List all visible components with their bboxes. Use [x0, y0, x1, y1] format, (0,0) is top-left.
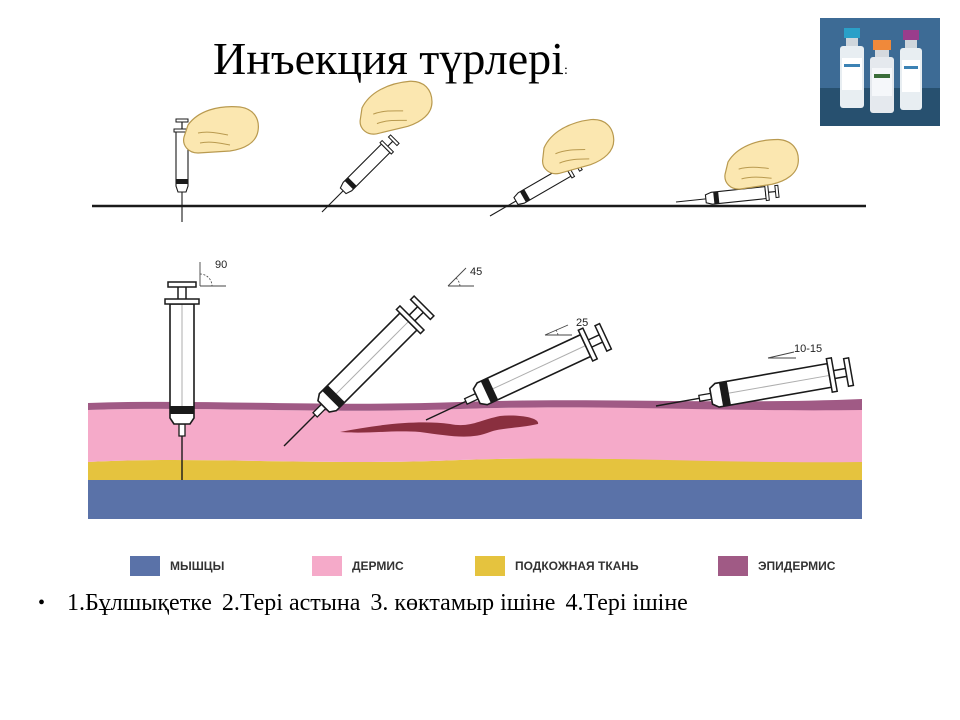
angle-label-10-15: 10-15 [794, 343, 822, 355]
legend-swatch-epidermis [718, 556, 748, 576]
hand-icon [535, 114, 620, 177]
angle-label-45: 45 [470, 266, 482, 278]
legend-label: ЭПИДЕРМИС [758, 559, 836, 573]
angle-marker-25: 25 [544, 317, 588, 336]
hand-icon [721, 136, 802, 191]
hand-icon [353, 77, 437, 137]
vein-shape [340, 415, 539, 437]
legend: МЫШЦЫ ДЕРМИС ПОДКОЖНАЯ ТКАНЬ ЭПИДЕРМИС [0, 556, 960, 580]
angle-label-25: 25 [576, 317, 588, 329]
vial-2-icon [870, 40, 894, 113]
vial-1-icon [840, 28, 864, 108]
angle-label-90: 90 [215, 259, 227, 271]
legend-item-epidermis: ЭПИДЕРМИС [718, 556, 835, 576]
caption-item-subcutaneous: 2.Тері астына [221, 590, 361, 616]
title-text: Инъекция түрлері [213, 33, 564, 84]
vial-3-icon [900, 30, 922, 110]
bullet: • [38, 592, 46, 614]
epidermis-layer [88, 399, 862, 411]
legend-swatch-dermis [312, 556, 342, 576]
legend-label: МЫШЦЫ [170, 559, 225, 573]
angle-marker-45: 45 [447, 266, 482, 287]
angle-marker-10-15: 10-15 [767, 343, 822, 359]
muscle-layer [88, 478, 862, 519]
subcutaneous-layer [88, 458, 862, 480]
legend-label: ДЕРМИС [352, 559, 404, 573]
legend-item-subcutaneous: ПОДКОЖНАЯ ТКАНЬ [475, 556, 639, 576]
hand-icon [183, 106, 259, 154]
caption-item-intradermal: 4.Тері ішіне [565, 590, 688, 616]
angle-marker-90: 90 [199, 259, 227, 287]
caption-item-intramuscular: 1.Бұлшықетке [67, 590, 212, 616]
legend-swatch-muscle [130, 556, 160, 576]
injection-types-caption: • 1.Бұлшықетке 2.Тері астына 3. көктамыр… [38, 590, 698, 617]
page-title: Инъекция түрлері: [213, 32, 568, 85]
caption-item-intravenous: 3. көктамыр ішіне [370, 590, 556, 616]
legend-item-dermis: ДЕРМИС [312, 556, 404, 576]
legend-item-muscle: МЫШЦЫ [130, 556, 224, 576]
injection-diagram: 90 45 25 10-15 [88, 77, 866, 519]
title-colon: : [563, 63, 568, 78]
legend-label: ПОДКОЖНАЯ ТКАНЬ [515, 559, 639, 573]
vaccine-vials-image [820, 18, 940, 126]
legend-swatch-subcutaneous [475, 556, 505, 576]
